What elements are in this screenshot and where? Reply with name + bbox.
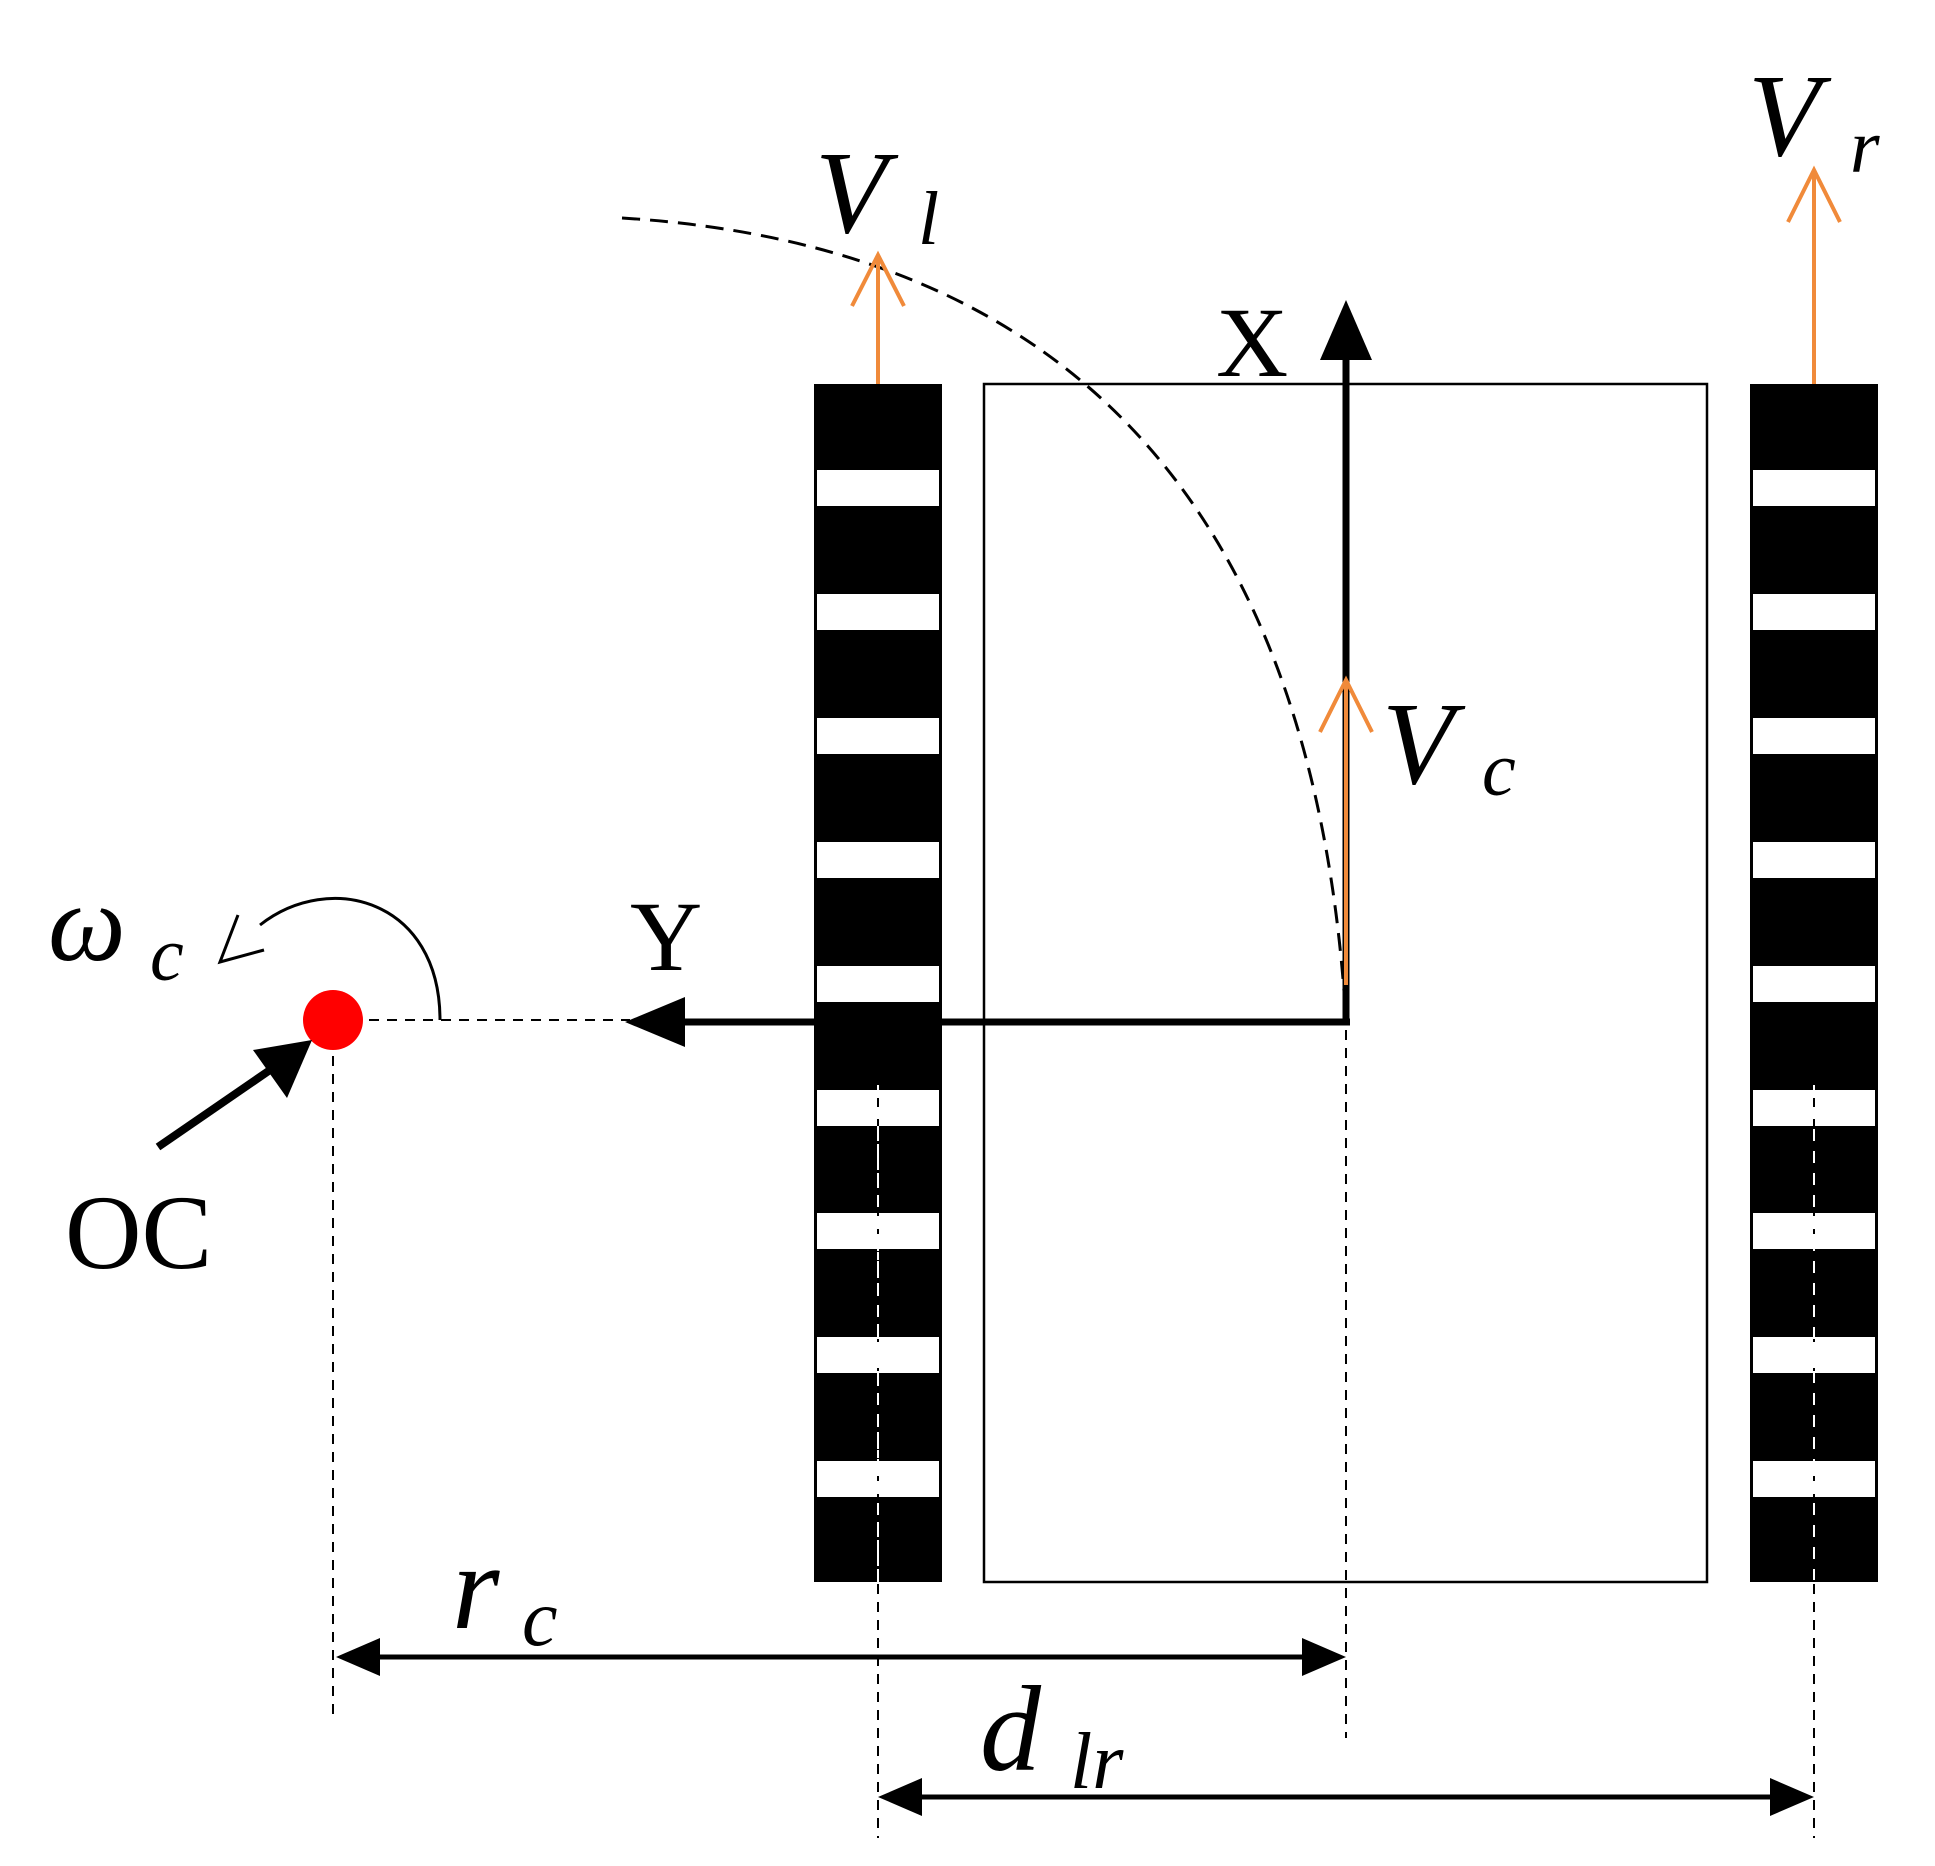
omega-rotation-arrow (217, 897, 442, 1021)
svg-text:d: d (980, 1662, 1042, 1797)
svg-text:V: V (1382, 678, 1466, 809)
turning-arc (621, 216, 1348, 1021)
label-oc: OC (65, 1174, 212, 1291)
svg-text:c: c (150, 913, 184, 997)
rc-dimension-line (336, 1638, 1346, 1676)
svg-text:ω: ω (48, 862, 126, 984)
instantaneous-center-point (303, 990, 363, 1050)
svg-text:l: l (918, 177, 939, 261)
label-x-axis: X (1216, 287, 1288, 398)
axis-y (625, 997, 1350, 1047)
label-rc: r c (452, 1520, 558, 1663)
svg-text:lr: lr (1070, 1718, 1124, 1806)
label-dlr: d lr (980, 1662, 1124, 1806)
label-y-axis: Y (630, 881, 702, 992)
label-omega: ω c (48, 862, 184, 997)
label-v-right: V r (1748, 50, 1880, 189)
label-v-center: V c (1382, 678, 1516, 812)
svg-text:V: V (815, 127, 899, 258)
svg-text:c: c (1482, 728, 1516, 812)
svg-text:V: V (1748, 50, 1832, 181)
right-track-treads (1753, 470, 1875, 1497)
label-v-left: V l (815, 127, 939, 261)
velocity-center-arrow (1318, 675, 1374, 985)
svg-text:r: r (452, 1520, 500, 1655)
oc-pointer-arrow (155, 1040, 312, 1151)
dlr-dimension-line (878, 1778, 1814, 1816)
velocity-right-arrow (1786, 165, 1842, 384)
svg-text:c: c (522, 1575, 558, 1663)
left-track-treads (817, 470, 939, 1497)
svg-text:r: r (1850, 105, 1880, 189)
velocity-left-arrow (850, 250, 906, 384)
